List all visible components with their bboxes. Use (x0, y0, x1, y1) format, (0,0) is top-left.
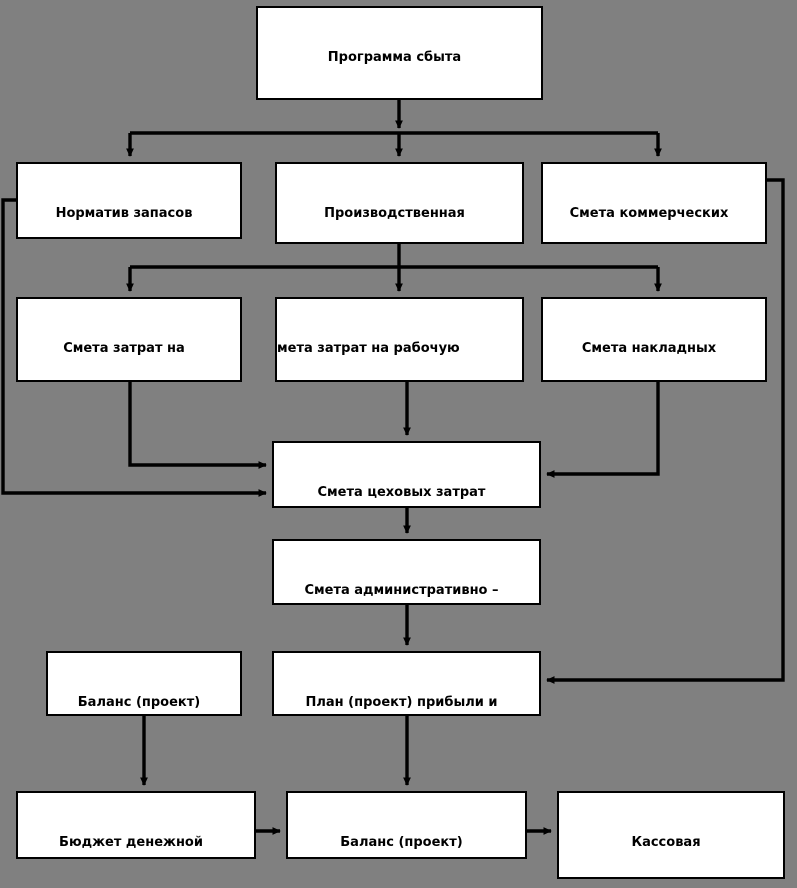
cash-budget-node[interactable]: Бюджет денежной наличности (16, 791, 256, 859)
sales-program-node[interactable]: Программа сбыта (бюджет продаж) (256, 6, 543, 100)
labour-costs-label: мета затрат на рабочую (277, 341, 460, 356)
balance-project-middle-label: Баланс (проект) (77, 695, 201, 710)
production-program-node[interactable]: Производственная программа (бюджет произ… (275, 162, 524, 244)
materials-costs-node[interactable]: Смета затрат на материалы (16, 297, 242, 382)
edge-materials-to-shop-costs (128, 382, 267, 469)
balance-project-bottom-label: Баланс (проект) (340, 835, 463, 850)
labour-costs-node[interactable]: мета затрат на рабочую (275, 297, 524, 382)
production-program-label: Производственная программа (бюджет произ… (324, 206, 465, 221)
shop-costs-label: Смета цеховых затрат (цеховая себестоимо… (317, 485, 486, 500)
cash-budget-label: Бюджет денежной наличности (59, 835, 203, 850)
sales-program-label: Программа сбыта (бюджет продаж) (327, 50, 462, 65)
overhead-costs-label: Смета накладных производственных расходо… (581, 341, 717, 356)
consolidated-estimate-node[interactable]: Кассовая консолидированная смета (557, 791, 785, 879)
admin-expenses-node[interactable]: Смета административно – управленческих р… (272, 539, 541, 605)
commercial-expenses-label: Смета коммерческих расходов (569, 206, 729, 221)
edge-finished-goods-left-rail-to-shop-costs (1, 198, 267, 497)
finished-goods-stock-node[interactable]: Норматив запасов готовой продукции (16, 162, 242, 239)
profit-loss-plan-node[interactable]: План (проект) прибыли и убытков (272, 651, 541, 716)
balance-project-bottom-node[interactable]: Баланс (проект) (286, 791, 527, 859)
finished-goods-stock-label: Норматив запасов готовой продукции (55, 206, 193, 221)
profit-loss-plan-label: План (проект) прибыли и убытков (305, 695, 498, 710)
edge-commercial-right-rail-to-profit-loss (546, 178, 785, 684)
shop-costs-node[interactable]: Смета цеховых затрат (цеховая себестоимо… (272, 441, 541, 508)
balance-project-middle-node[interactable]: Баланс (проект) (46, 651, 242, 716)
edge-overhead-to-shop-costs (546, 382, 660, 478)
consolidated-estimate-label: Кассовая консолидированная смета (631, 835, 701, 850)
materials-costs-label: Смета затрат на материалы (63, 341, 185, 356)
commercial-expenses-node[interactable]: Смета коммерческих расходов (541, 162, 767, 244)
admin-expenses-label: Смета административно – управленческих р… (304, 583, 499, 598)
overhead-costs-node[interactable]: Смета накладных производственных расходо… (541, 297, 767, 382)
